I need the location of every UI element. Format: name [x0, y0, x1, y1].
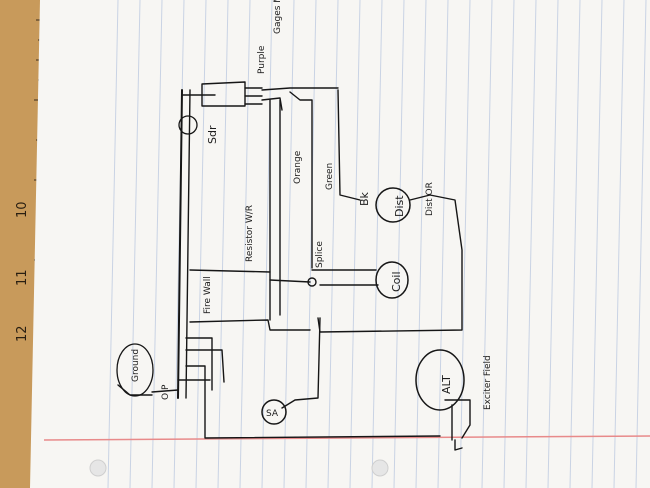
ruler-number-11: 11 [15, 269, 30, 286]
label-resistor: Resistor W/R [245, 205, 255, 262]
label-bk: Bk [358, 191, 371, 206]
label-splice: Splice [315, 241, 325, 268]
label-firewall: Fire Wall [203, 276, 213, 314]
label-green: Green [325, 163, 335, 190]
label-gauge: Gages Molasses [273, 0, 283, 34]
label-sa: SA [266, 409, 279, 419]
starter-symbol [261, 399, 287, 425]
label-sender: Sdr [206, 125, 219, 144]
wiring [117, 81, 471, 451]
ruler-number-12: 12 [15, 325, 30, 342]
label-exciter: Exciter Field [483, 355, 493, 410]
distributor-symbol [375, 187, 411, 223]
ruled-lines [107, 0, 647, 488]
label-purple: Purple [257, 45, 267, 74]
ruler-number-10: 10 [15, 201, 30, 218]
coil-symbol [375, 261, 409, 299]
notebook-paper [30, 0, 650, 488]
label-ground: Ground [131, 349, 141, 382]
sender-symbol [178, 115, 198, 135]
label-alt: ALT [440, 375, 453, 394]
label-coil: Coil [390, 271, 403, 292]
binder-hole [89, 459, 107, 477]
margin-line [43, 435, 650, 441]
ground-symbol [116, 343, 154, 397]
label-dist: Dist [393, 195, 406, 217]
label-dist-or: Dist OR [425, 182, 435, 216]
binder-hole [371, 459, 389, 477]
label-orange: Orange [293, 150, 303, 184]
alternator-symbol [415, 349, 465, 411]
label-op: O P [161, 384, 171, 400]
